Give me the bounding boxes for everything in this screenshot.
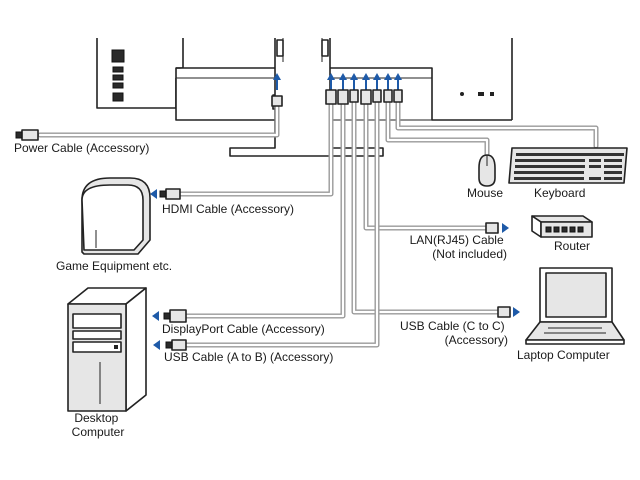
power-port-arrow — [273, 73, 281, 90]
hdmi-cable — [150, 97, 334, 200]
mouse-cable — [385, 97, 490, 159]
monitor-plugs — [271, 89, 403, 107]
hdmi-port-arrow — [327, 73, 335, 90]
laptop-icon — [525, 267, 625, 345]
usb-c-cable-label-line2: (Accessory) — [445, 333, 508, 347]
port-arrows — [273, 73, 402, 90]
usb-keyboard-port-arrow — [394, 73, 402, 90]
usb-upstream-port-arrow — [373, 73, 381, 90]
laptop-label: Laptop Computer — [517, 348, 610, 362]
usb-c-cable — [351, 97, 520, 318]
lan-cable-label-line1: LAN(RJ45) Cable — [410, 233, 504, 247]
displayport-cable — [152, 97, 346, 323]
usb-mouse-port-arrow — [384, 73, 392, 90]
desktop-label-line2: Computer — [72, 425, 125, 439]
hdmi-cable-label: HDMI Cable (Accessory) — [162, 202, 294, 216]
power-cable-label: Power Cable (Accessory) — [14, 141, 149, 155]
lan-port-arrow — [362, 73, 370, 90]
desktop-computer-icon — [67, 287, 147, 412]
desktop-label: Desktop Computer — [72, 411, 125, 439]
lan-cable-label-line2: (Not included) — [432, 247, 507, 261]
usb-ab-cable-label: USB Cable (A to B) (Accessory) — [164, 350, 333, 364]
router-icon — [531, 215, 593, 238]
usbc-port-arrow — [350, 73, 358, 90]
mouse-label: Mouse — [467, 186, 503, 200]
monitor-stand — [229, 38, 384, 157]
displayport-port-arrow — [339, 73, 347, 90]
usb-ab-cable — [153, 97, 380, 351]
desktop-label-line1: Desktop — [74, 411, 118, 425]
mouse-icon — [478, 154, 496, 187]
game-equipment-label: Game Equipment etc. — [56, 259, 172, 273]
router-label: Router — [554, 239, 590, 253]
usb-c-cable-label-line1: USB Cable (C to C) — [400, 319, 505, 333]
game-equipment-icon — [81, 177, 151, 255]
keyboard-icon — [508, 147, 628, 184]
keyboard-cable — [395, 97, 599, 149]
displayport-cable-label: DisplayPort Cable (Accessory) — [162, 322, 325, 336]
lan-cable — [363, 97, 509, 234]
power-cable — [15, 97, 280, 141]
lan-cable-label: LAN(RJ45) Cable (Not included) — [410, 233, 507, 261]
usb-c-cable-label: USB Cable (C to C) (Accessory) — [400, 319, 508, 347]
keyboard-label: Keyboard — [534, 186, 585, 200]
